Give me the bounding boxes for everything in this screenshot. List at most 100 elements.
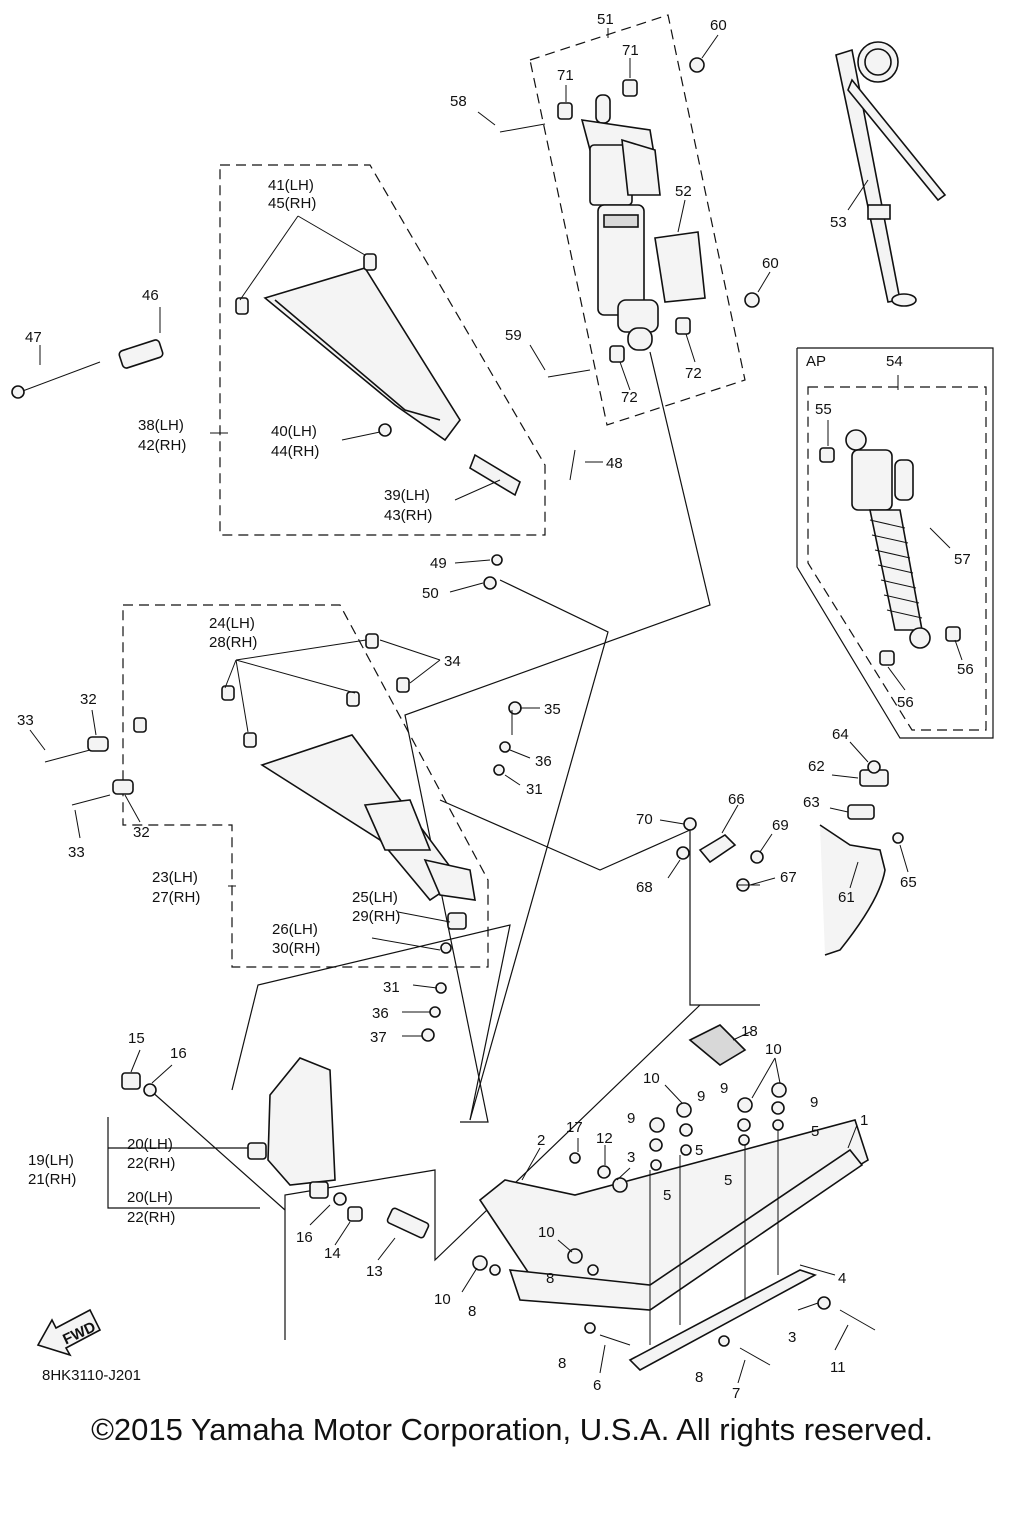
callout-28: 28(RH): [209, 634, 257, 651]
callout-8: 8: [468, 1303, 476, 1320]
callout-32: 32: [80, 691, 97, 708]
callout-49: 49: [430, 555, 447, 572]
connector-lines: [107, 351, 760, 1340]
callout-25: 25(LH): [352, 889, 398, 906]
callout-33: 33: [17, 712, 34, 729]
callout-10: 10: [538, 1224, 555, 1241]
callout-47: 47: [25, 329, 42, 346]
callout-72: 72: [621, 389, 638, 406]
callout-55: 55: [815, 401, 832, 418]
callout-39: 39(LH): [384, 487, 430, 504]
callout-14: 14: [324, 1245, 341, 1262]
callout-31: 31: [526, 781, 543, 798]
callout-38: 38(LH): [138, 417, 184, 434]
callout-48: 48: [606, 455, 623, 472]
callout-13: 13: [366, 1263, 383, 1280]
callout-10: 10: [434, 1291, 451, 1308]
callout-3: 3: [627, 1149, 635, 1166]
callout-41: 41(LH): [268, 177, 314, 194]
callout-labels: 51 60 71 71 58 52 60 59 72 72 53 41(LH) …: [17, 11, 974, 1402]
callout-16: 16: [170, 1045, 187, 1062]
callout-9: 9: [810, 1094, 818, 1111]
callout-9: 9: [627, 1110, 635, 1127]
callout-71: 71: [622, 42, 639, 59]
callout-46: 46: [142, 287, 159, 304]
callout-6: 6: [593, 1377, 601, 1394]
callout-17: 17: [566, 1119, 583, 1136]
callout-57: 57: [954, 551, 971, 568]
callout-8: 8: [558, 1355, 566, 1372]
callout-65: 65: [900, 874, 917, 891]
callout-5: 5: [663, 1187, 671, 1204]
callout-62: 62: [808, 758, 825, 775]
callout-30: 30(RH): [272, 940, 320, 957]
callout-60: 60: [710, 17, 727, 34]
callout-67: 67: [780, 869, 797, 886]
callout-36: 36: [372, 1005, 389, 1022]
callout-5: 5: [724, 1172, 732, 1189]
callout-16: 16: [296, 1229, 313, 1246]
callout-63: 63: [803, 794, 820, 811]
callout-51: 51: [597, 11, 614, 28]
callout-50: 50: [422, 585, 439, 602]
callout-10: 10: [643, 1070, 660, 1087]
callout-31: 31: [383, 979, 400, 996]
callout-56: 56: [897, 694, 914, 711]
callout-72: 72: [685, 365, 702, 382]
callout-40: 40(LH): [271, 423, 317, 440]
callout-8: 8: [695, 1369, 703, 1386]
callout-69: 69: [772, 817, 789, 834]
callout-32: 32: [133, 824, 150, 841]
callout-1: 1: [860, 1112, 868, 1129]
copyright-notice: ©2015 Yamaha Motor Corporation, U.S.A. A…: [91, 1412, 933, 1447]
callout-22: 22(RH): [127, 1209, 175, 1226]
callout-45: 45(RH): [268, 195, 316, 212]
fwd-arrow: FWD: [36, 1308, 102, 1357]
callout-11: 11: [830, 1359, 846, 1376]
ski: [478, 1119, 869, 1371]
callout-8: 8: [546, 1270, 554, 1287]
callout-leaders: [29, 28, 963, 1384]
callout-9: 9: [720, 1080, 728, 1097]
callout-66: 66: [728, 791, 745, 808]
callout-5: 5: [811, 1123, 819, 1140]
callout-9: 9: [697, 1088, 705, 1105]
callout-68: 68: [636, 879, 653, 896]
ap-spring-shock: [845, 429, 931, 649]
ap-shock-inner-box: [807, 386, 987, 731]
callout-37: 37: [370, 1029, 387, 1046]
upper-a-arm: [11, 267, 521, 497]
callout-26: 26(LH): [272, 921, 318, 938]
callout-29: 29(RH): [352, 908, 400, 925]
callout-70: 70: [636, 811, 653, 828]
callout-71: 71: [557, 67, 574, 84]
ski-stopper: [688, 1024, 747, 1066]
callout-24: 24(LH): [209, 615, 255, 632]
bolts: [44, 123, 876, 1366]
callout-4: 4: [838, 1270, 846, 1287]
callout-19: 19(LH): [28, 1152, 74, 1169]
upper-arm-group-box: [219, 164, 546, 536]
callout-22: 22(RH): [127, 1155, 175, 1172]
ap-group-box: [796, 347, 994, 739]
callout-43: 43(RH): [384, 507, 432, 524]
hardware-bushings: [87, 57, 961, 1347]
lower-arm-group-box: [122, 604, 489, 968]
ski-spindle: [267, 1057, 430, 1239]
callout-35: 35: [544, 701, 561, 718]
callout-23: 23(LH): [152, 869, 198, 886]
callout-7: 7: [732, 1385, 740, 1402]
callout-20: 20(LH): [127, 1136, 173, 1153]
shock-group-box: [529, 14, 746, 426]
rear-shock-absorber: [580, 94, 706, 351]
callout-54: 54: [886, 353, 903, 370]
callout-21: 21(RH): [28, 1171, 76, 1188]
callout-20: 20(LH): [127, 1189, 173, 1206]
callout-27: 27(RH): [152, 889, 200, 906]
ap-label: AP: [806, 353, 826, 370]
callout-18: 18: [741, 1023, 758, 1040]
callout-34: 34: [444, 653, 461, 670]
callout-33: 33: [68, 844, 85, 861]
callout-10: 10: [765, 1041, 782, 1058]
